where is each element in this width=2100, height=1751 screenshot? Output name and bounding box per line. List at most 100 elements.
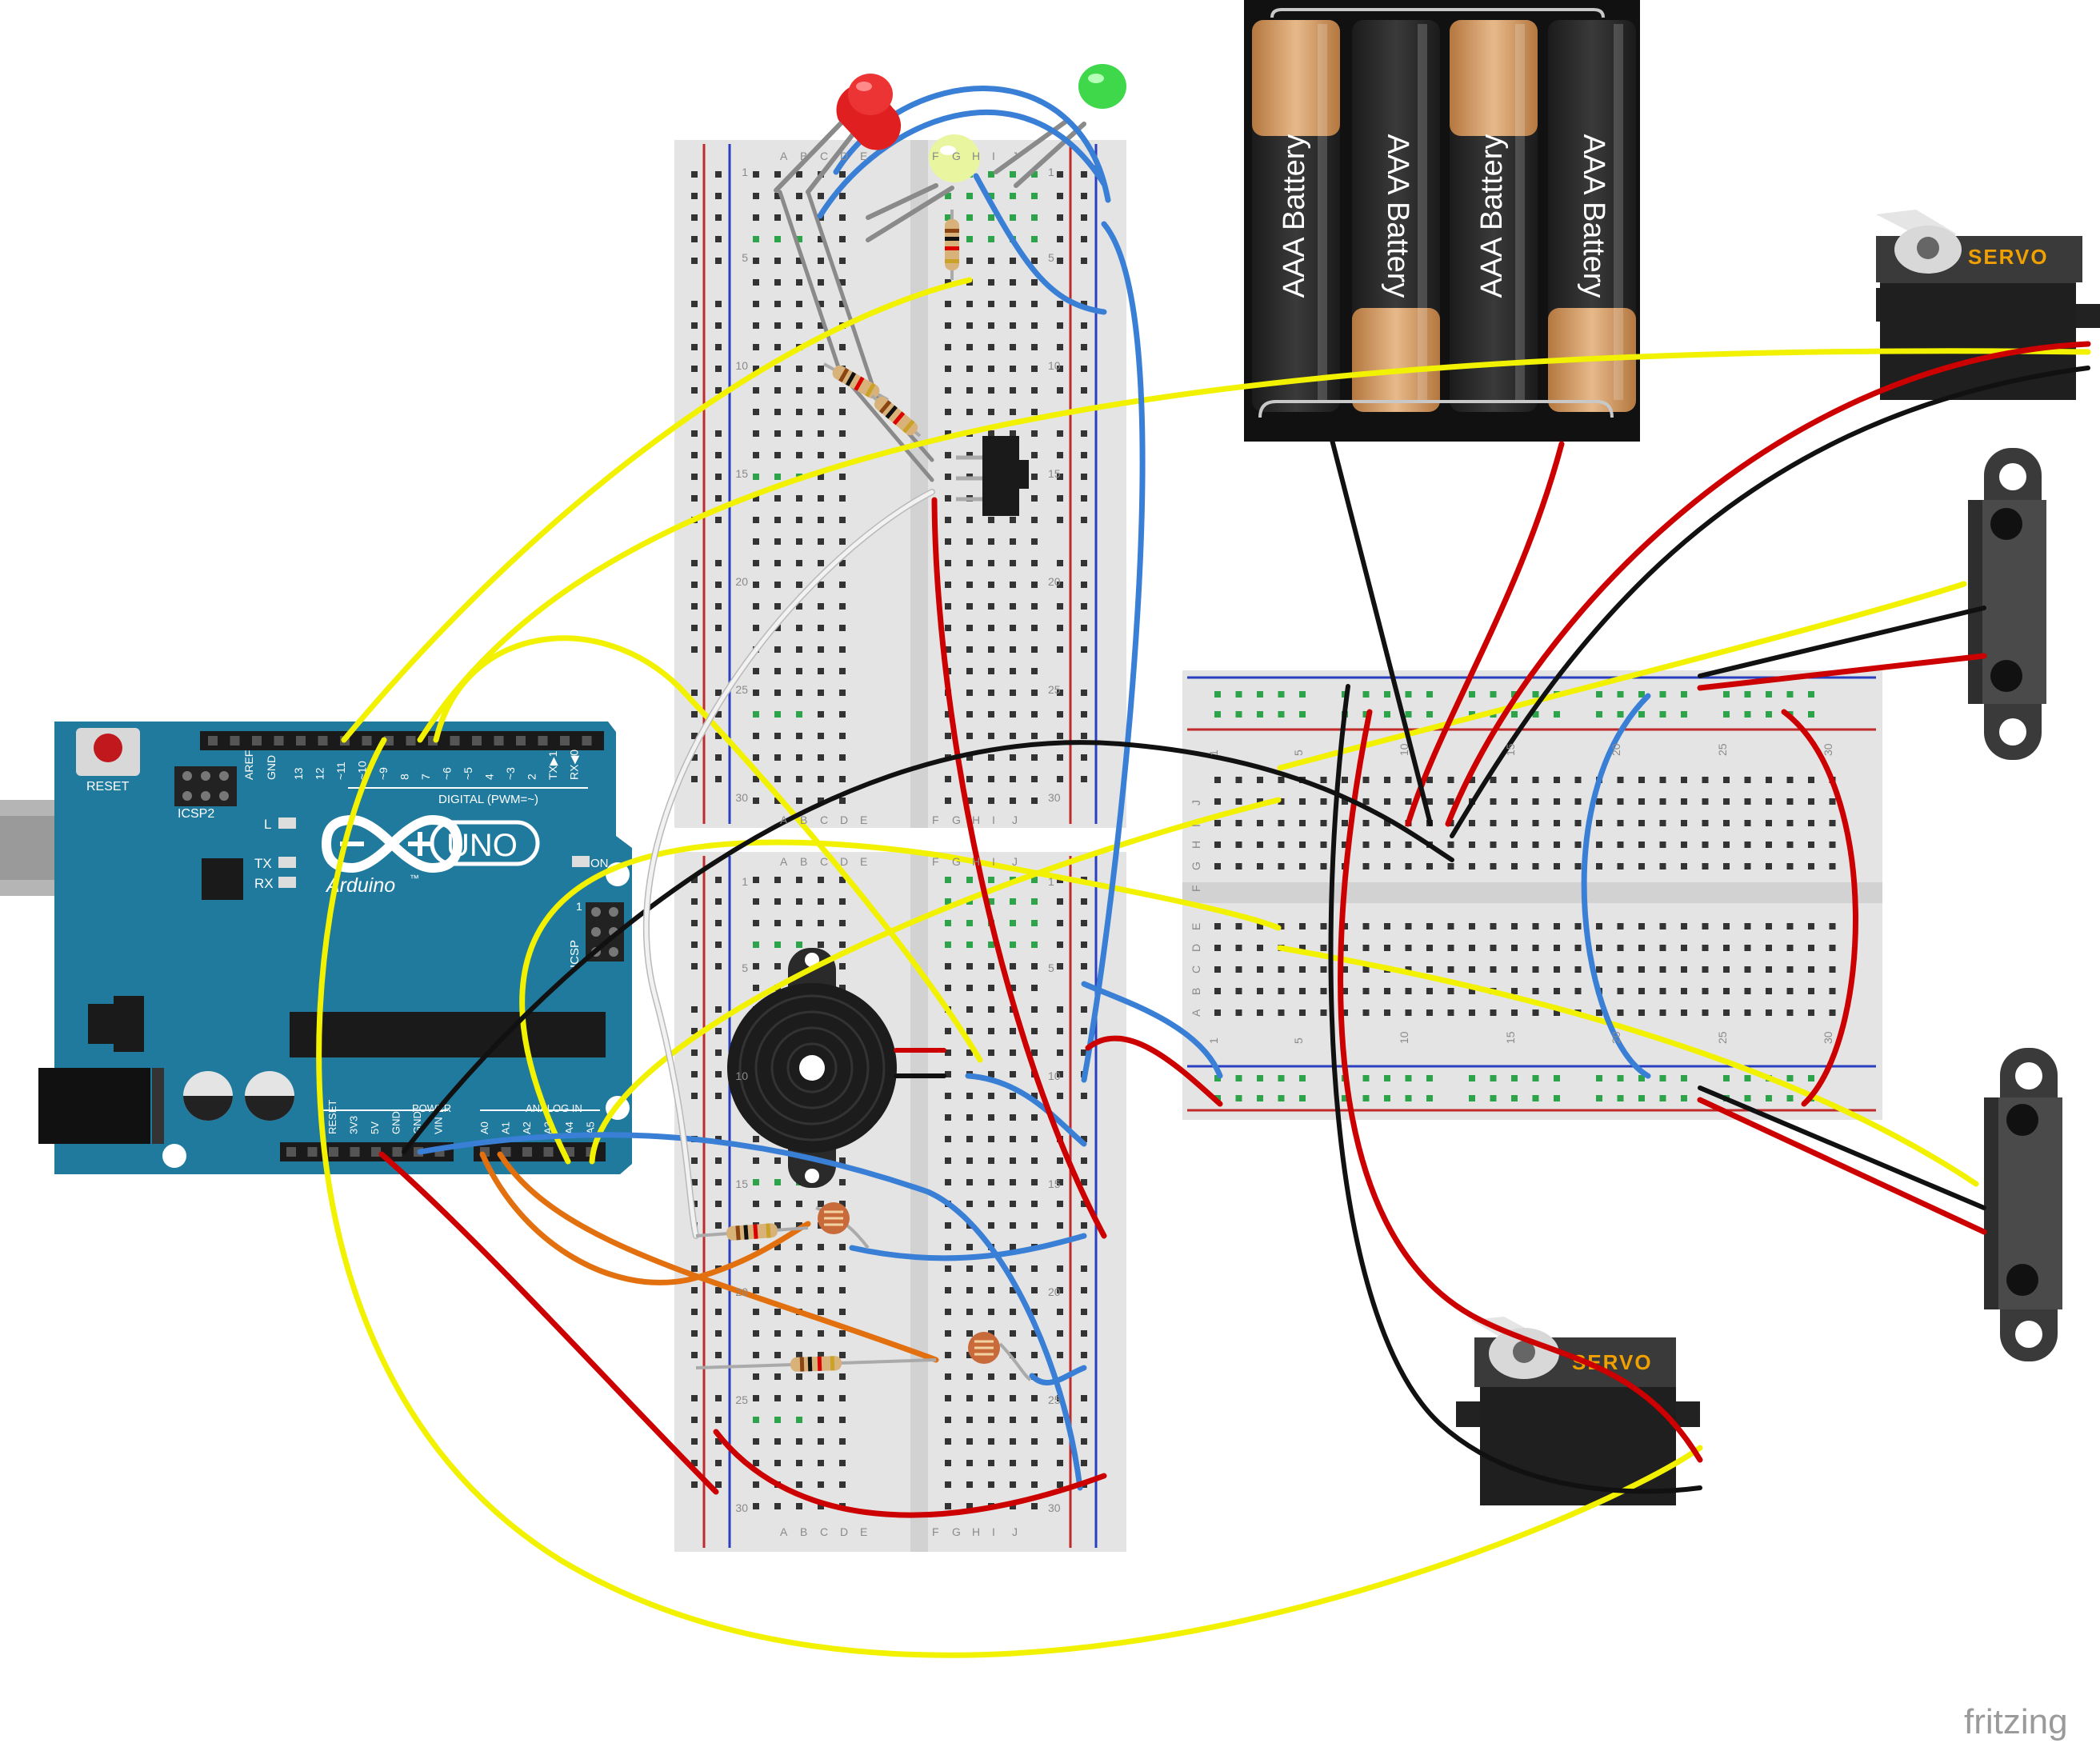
ir-sensor-top	[1968, 448, 2046, 760]
breadboard-column-label: I	[992, 1525, 995, 1538]
breadboard-row-label: 20	[1610, 1031, 1622, 1044]
breadboard-row-label: 30	[1048, 1501, 1061, 1514]
photoresistor-2	[968, 1332, 1032, 1381]
tx-led	[278, 857, 296, 868]
breadboard-row-label: 5	[742, 961, 748, 974]
breadboard-column-label: D	[840, 150, 848, 162]
resistor	[695, 1223, 809, 1241]
breadboard-column-label: H	[1190, 841, 1202, 849]
wires	[316, 86, 2091, 1658]
breadboard-column-label: E	[1190, 923, 1202, 930]
on-led	[572, 856, 590, 867]
servo-top: SERVO	[1876, 210, 2100, 400]
digital-pin-label: 7	[419, 774, 432, 780]
icsp-pin1-label: 1	[576, 900, 582, 913]
breadboard-row-label: 25	[1048, 1393, 1061, 1406]
breadboard-column-label: B	[800, 855, 807, 868]
breadboard-column-label: H	[972, 814, 980, 826]
breadboard-row-label: 5	[742, 251, 748, 264]
analog-header	[474, 1142, 606, 1161]
battery-label: AAA Battery	[1475, 134, 1509, 298]
breadboard-row-label: 10	[1398, 743, 1410, 756]
breadboard-row-label: 20	[1610, 743, 1622, 756]
slide-switch	[956, 436, 1029, 516]
digital-header	[200, 731, 604, 750]
breadboard-column-label: H	[972, 855, 980, 868]
digital-pin-label: ~9	[377, 767, 390, 780]
breadboard-row-label: 30	[1822, 743, 1834, 756]
breadboard-column-label: G	[952, 814, 961, 826]
aaa-battery-cell: AAA Battery	[1352, 20, 1440, 412]
breadboard-column-label: B	[800, 150, 807, 162]
analog-pin-label: A1	[500, 1121, 512, 1134]
breadboard-column-label: C	[820, 855, 828, 868]
l-led	[278, 818, 296, 829]
digital-pin-label: 12	[314, 767, 326, 780]
breadboard-column-label: F	[932, 1525, 939, 1538]
fritzing-watermark: fritzing	[1964, 1702, 2068, 1741]
uno-label: UNO	[446, 828, 518, 863]
breadboard-column-label: G	[952, 150, 961, 162]
breadboard-row-label: 10	[735, 1069, 748, 1082]
breadboard-row-label: 20	[735, 1285, 748, 1298]
ir-receiver	[2006, 1264, 2038, 1296]
breadboard-row-label: 5	[1048, 251, 1054, 264]
breadboard-row-label: 10	[1398, 1031, 1410, 1044]
power-pin-label: 5V	[369, 1121, 381, 1134]
analog-pin-label: A0	[478, 1121, 490, 1134]
ir-emitter	[2006, 1104, 2038, 1136]
breadboard-row-label: 30	[735, 1501, 748, 1514]
tx-led-label: TX	[254, 856, 272, 871]
breadboard-row-label: 30	[1822, 1031, 1834, 1044]
digital-pin-label: 2	[526, 774, 538, 780]
breadboard-right	[1182, 670, 1882, 1120]
breadboard-column-label: F	[932, 150, 939, 162]
atmega-chip	[290, 1012, 606, 1057]
breadboard-column-label: A	[780, 150, 788, 162]
breadboard-column-label: J	[1012, 1525, 1018, 1538]
breadboard-row-label: 20	[735, 575, 748, 588]
analog-pin-label: A5	[585, 1121, 597, 1134]
breadboard-column-label: C	[820, 1525, 828, 1538]
digital-pin-label: 8	[398, 774, 411, 780]
digital-pin-label: 4	[483, 774, 496, 780]
rx-led-label: RX	[254, 876, 274, 891]
servo-horn	[1470, 1317, 1559, 1379]
resistor	[695, 1356, 937, 1372]
led-yellow	[929, 134, 980, 182]
breadboard-column-label: E	[860, 855, 867, 868]
breadboard-column-label: B	[800, 1525, 807, 1538]
icsp-label: ICSP	[568, 940, 582, 968]
breadboard-column-label: B	[800, 814, 807, 826]
breadboard-row-label: 10	[735, 359, 748, 372]
voltage-regulator	[88, 1004, 114, 1044]
ir-receiver	[1990, 660, 2022, 692]
breadboard-column-label: J	[1012, 814, 1018, 826]
breadboard-column-label: A	[780, 1525, 788, 1538]
breadboard-column-label: A	[780, 855, 788, 868]
breadboard-column-label: D	[840, 855, 848, 868]
digital-label: DIGITAL (PWM=~)	[438, 793, 538, 806]
servo-horn	[1876, 210, 1962, 274]
breadboard-column-label: F	[932, 855, 939, 868]
breadboard-column-label: C	[820, 150, 828, 162]
resistor	[870, 394, 922, 438]
breadboard-column-label: I	[1190, 824, 1202, 827]
breadboard-column-label: G	[1190, 862, 1202, 870]
breadboard-column-label: H	[972, 1525, 980, 1538]
icsp2-header	[174, 766, 237, 806]
ir-sensor-bottom	[1984, 1048, 2062, 1361]
reset-label: RESET	[86, 780, 130, 794]
breadboard-column-label: D	[1190, 944, 1202, 952]
power-pin-label: VIN	[433, 1117, 445, 1134]
breadboard-left-top	[674, 140, 1126, 828]
servo-top-label: SERVO	[1968, 245, 2049, 269]
breadboard-row-label: 1	[1207, 1037, 1220, 1044]
breadboard-column-label: D	[840, 1525, 848, 1538]
digital-pin-label: ~5	[462, 767, 474, 780]
led-green	[1078, 64, 1126, 109]
digital-pin-label: ~11	[334, 762, 347, 780]
